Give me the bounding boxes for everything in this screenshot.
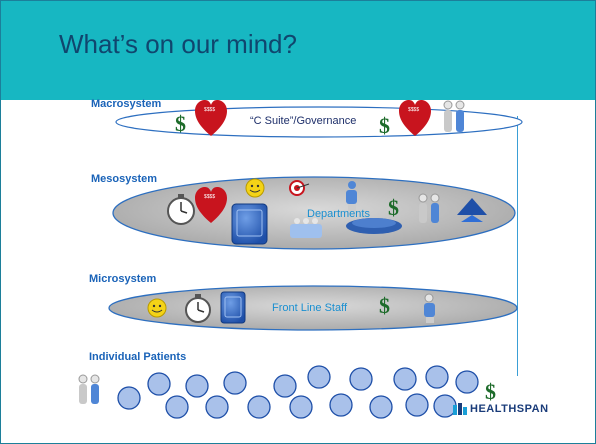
patient-circle xyxy=(165,395,189,419)
book-icon xyxy=(231,203,268,245)
people-icon xyxy=(424,293,435,323)
front-line-staff-label: Front Line Staff xyxy=(272,302,348,314)
puzzle-icon xyxy=(346,218,402,234)
svg-text:$: $ xyxy=(175,111,186,136)
svg-text:$: $ xyxy=(485,379,496,404)
patient-circle xyxy=(425,365,449,389)
heart-icon: $$$$ xyxy=(195,100,227,136)
governance-label: “C Suite”/Governance xyxy=(250,115,357,127)
svg-text:$: $ xyxy=(379,113,390,138)
dollar-sign-icon: $ xyxy=(379,113,390,138)
stopwatch-icon xyxy=(167,194,195,225)
svg-text:$: $ xyxy=(388,195,399,220)
patient-circle xyxy=(369,395,393,419)
patient-circle xyxy=(307,365,331,389)
macrosystem-label: Macrosystem xyxy=(91,98,162,110)
people-icon xyxy=(78,374,100,404)
heart-price-tag: $$$$ xyxy=(204,107,215,113)
smiley-icon xyxy=(147,298,167,318)
microsystem-label: Microsystem xyxy=(89,273,157,285)
patient-circle xyxy=(349,367,373,391)
patient-circle xyxy=(185,374,209,398)
heart-icon: $$$$ xyxy=(195,187,227,223)
heart-price-tag: $$$$ xyxy=(408,107,419,113)
patient-circle xyxy=(273,374,297,398)
svg-text:$: $ xyxy=(379,293,390,318)
dollar-sign-icon: $ xyxy=(175,111,186,136)
people-icon xyxy=(443,100,465,132)
pyramid-icon xyxy=(457,198,487,222)
book-icon xyxy=(220,291,246,324)
patient-circles xyxy=(117,365,479,419)
patient-circle xyxy=(455,370,479,394)
heart-icon: $$$$ xyxy=(399,100,431,136)
patient-circle xyxy=(147,372,171,396)
individual-patients-label: Individual Patients xyxy=(89,351,187,363)
microsystem-ellipse xyxy=(108,285,518,331)
patient-circle xyxy=(117,386,141,410)
patient-circle xyxy=(247,395,271,419)
logo-mark-icon xyxy=(453,403,467,415)
title-bar: What’s on our mind? xyxy=(1,1,595,100)
patient-circle xyxy=(289,395,313,419)
departments-label: Departments xyxy=(307,208,370,220)
patient-circle xyxy=(393,367,417,391)
patient-circle xyxy=(205,395,229,419)
patient-circle xyxy=(329,393,353,417)
people-icon xyxy=(346,181,357,212)
healthspan-logo: HEALTHSPAN xyxy=(453,403,549,415)
mesosystem-label: Mesosystem xyxy=(91,173,158,185)
smiley-icon xyxy=(245,178,265,198)
dollar-sign-icon: $ xyxy=(388,195,399,220)
patient-circle xyxy=(223,371,247,395)
heart-price-tag: $$$$ xyxy=(204,194,215,200)
slide-title: What’s on our mind? xyxy=(59,29,297,59)
patient-circle xyxy=(405,393,429,417)
dollar-sign-icon: $ xyxy=(379,293,390,318)
connector-line xyxy=(517,116,518,376)
stopwatch-icon xyxy=(185,294,211,323)
dollar-sign-icon: $ xyxy=(485,379,496,404)
people-icon xyxy=(418,193,440,223)
target-icon xyxy=(289,180,310,196)
logo-text: HEALTHSPAN xyxy=(470,403,549,415)
people-icon xyxy=(290,218,322,238)
